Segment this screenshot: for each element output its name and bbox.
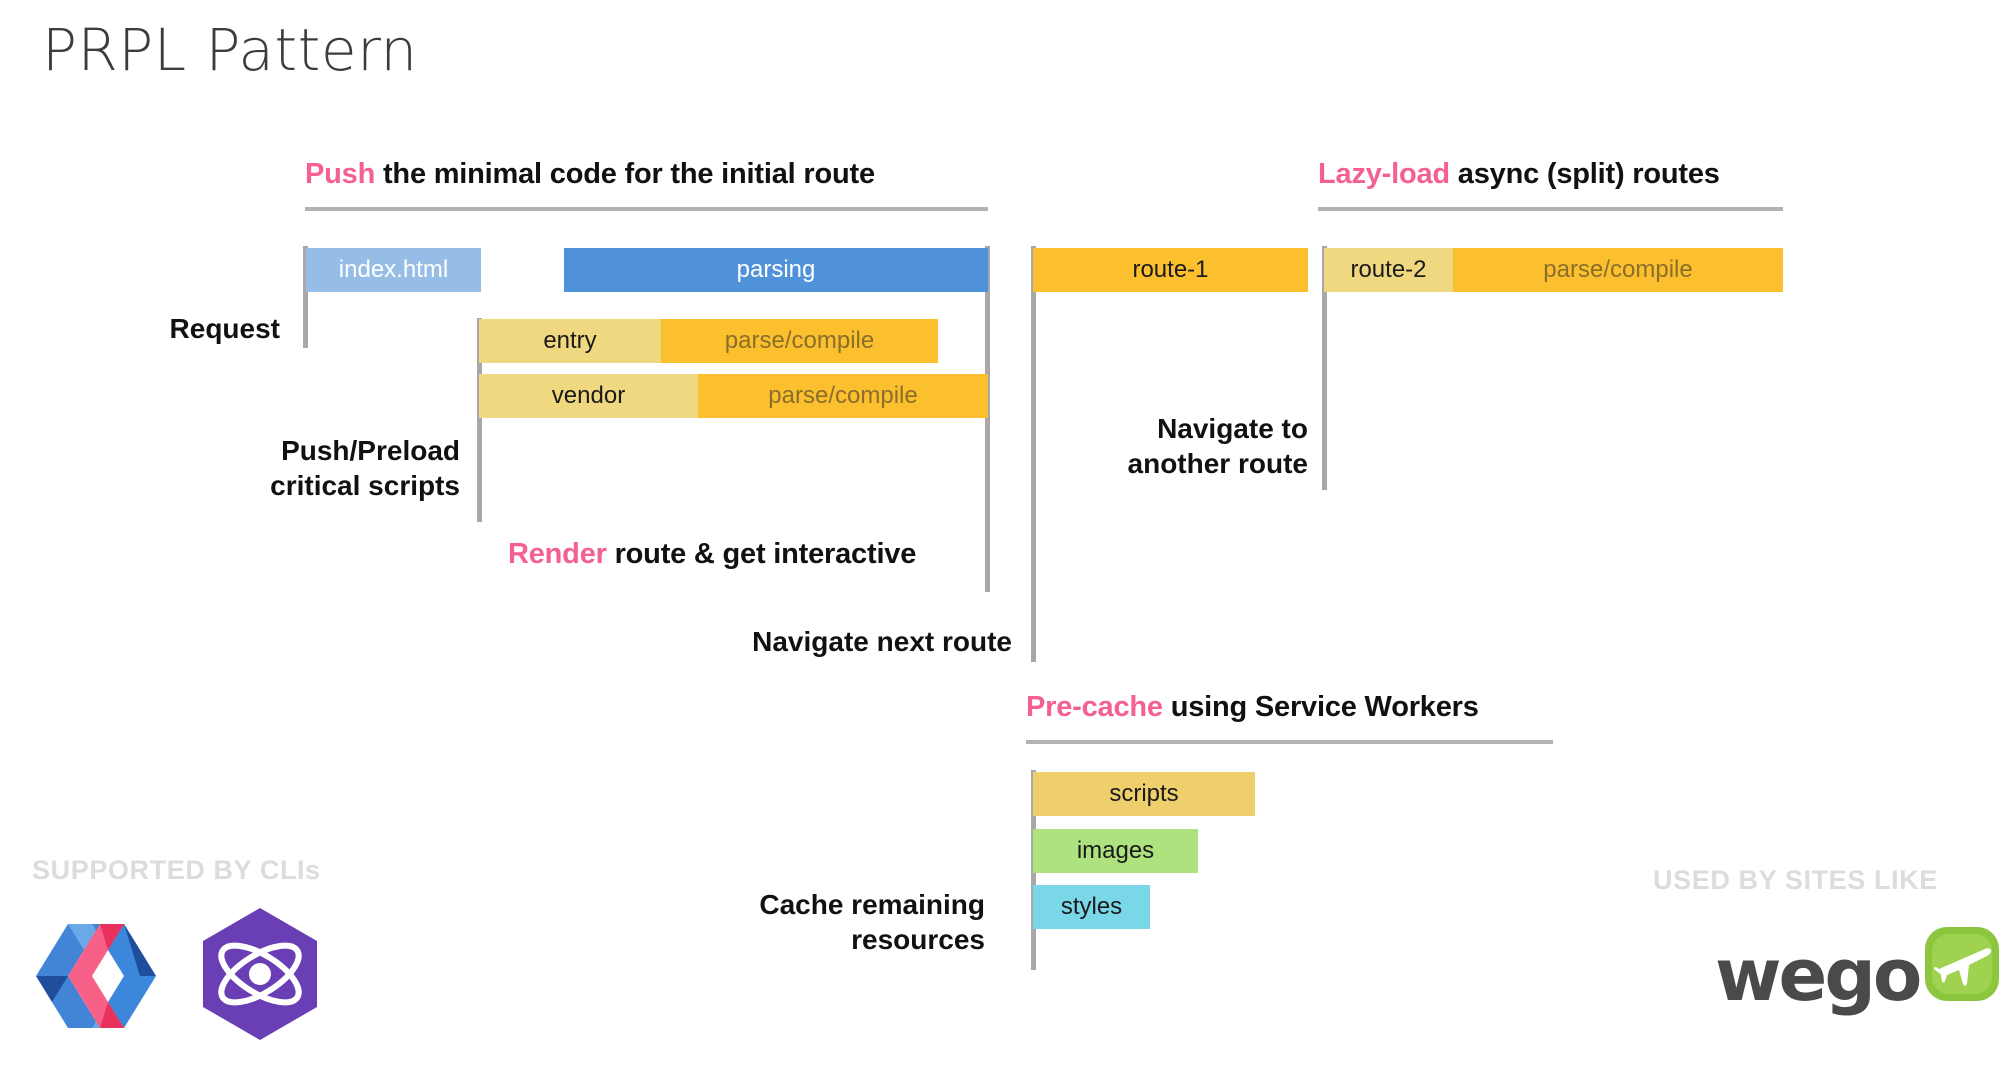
timeline-guide-push-preload <box>477 318 482 522</box>
bar-parsing: parsing <box>564 248 988 292</box>
timeline-guide-request <box>303 246 308 348</box>
wego-logo: wego <box>1715 925 2000 1025</box>
timeline-guide-navigate-next <box>1031 246 1036 662</box>
section-heading-push: Push the minimal code for the initial ro… <box>305 158 875 191</box>
bar-segment-route-1: route-1 <box>1033 248 1308 292</box>
section-heading-precache-rest: using Service Workers <box>1162 691 1479 723</box>
bar-segment-entry-parse-compile: parse/compile <box>661 319 938 363</box>
section-heading-render: Render route & get interactive <box>508 538 916 571</box>
section-heading-render-rest: route & get interactive <box>606 538 917 570</box>
section-heading-lazy-rest: async (split) routes <box>1449 158 1720 190</box>
bar-segment-images: images <box>1033 829 1198 873</box>
section-rule-push <box>305 207 988 211</box>
section-heading-precache-accent: Pre-cache <box>1026 691 1163 723</box>
bar-precache-styles: styles <box>1033 885 1150 929</box>
bar-segment-scripts: scripts <box>1033 772 1255 816</box>
page-title: PRPL Pattern <box>42 16 418 84</box>
section-rule-lazy <box>1318 207 1783 211</box>
section-heading-render-accent: Render <box>508 538 607 570</box>
section-heading-precache: Pre-cache using Service Workers <box>1026 691 1479 724</box>
bar-route-1: route-1 <box>1033 248 1308 292</box>
footer-caption-supported-by: SUPPORTED BY CLIs <box>32 855 321 885</box>
wego-airplane-icon <box>1925 927 2000 1001</box>
bar-segment-vendor: vendor <box>479 374 698 418</box>
label-cache-remaining-resources: Cache remaining resources <box>759 889 985 955</box>
bar-segment-route-2-parse-compile: parse/compile <box>1453 248 1783 292</box>
bar-segment-entry: entry <box>479 319 661 363</box>
bar-precache-images: images <box>1033 829 1198 873</box>
bar-segment-vendor-parse-compile: parse/compile <box>698 374 988 418</box>
footer-caption-used-by: USED BY SITES LIKE <box>1653 865 1938 895</box>
bar-index-html: index.html <box>306 248 481 292</box>
preact-logo <box>200 908 320 1045</box>
section-heading-lazy-accent: Lazy-load <box>1318 158 1450 190</box>
section-heading-lazy: Lazy-load async (split) routes <box>1318 158 1720 191</box>
bar-segment-index-html: index.html <box>306 248 481 292</box>
label-navigate-next-route: Navigate next route <box>752 626 1012 657</box>
timeline-guide-navigate-another <box>1322 246 1327 490</box>
label-navigate-another-route: Navigate to another route <box>1127 413 1308 479</box>
polymer-logo <box>32 920 160 1043</box>
bar-segment-parsing: parsing <box>564 248 988 292</box>
section-heading-push-accent: Push <box>305 158 376 190</box>
bar-segment-route-2: route-2 <box>1324 248 1453 292</box>
section-heading-push-rest: the minimal code for the initial route <box>375 158 875 190</box>
timeline-guide-render <box>985 246 990 592</box>
label-push-preload: Push/Preload critical scripts <box>270 435 460 501</box>
bar-precache-scripts: scripts <box>1033 772 1255 816</box>
bar-route-2: route-2 parse/compile <box>1324 248 1783 292</box>
wego-wordmark: wego <box>1715 933 1922 1017</box>
section-rule-precache <box>1026 740 1553 744</box>
bar-segment-styles: styles <box>1033 885 1150 929</box>
label-request: Request <box>169 313 280 344</box>
bar-entry: entry parse/compile <box>479 319 938 363</box>
bar-vendor: vendor parse/compile <box>479 374 988 418</box>
